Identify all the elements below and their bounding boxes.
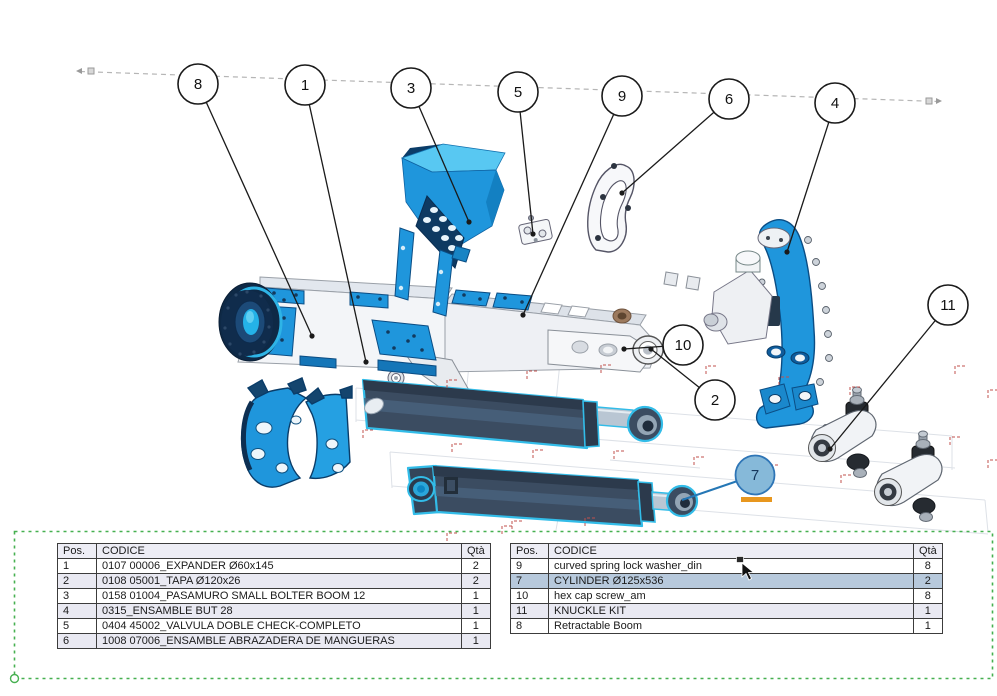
- cell-qty: 1: [461, 618, 491, 634]
- balloon-2[interactable]: 2: [694, 379, 736, 421]
- cell-pos: 10: [510, 588, 549, 604]
- guide-line: [76, 67, 942, 105]
- guide-arrow-left-icon: [76, 68, 82, 74]
- part-mount-bracket[interactable]: [703, 219, 844, 444]
- header-codice: CODICE: [548, 543, 914, 559]
- cell-pos: 7: [510, 573, 549, 589]
- balloon-7-selected[interactable]: 7: [734, 454, 776, 503]
- header-pos: Pos.: [510, 543, 549, 559]
- svg-text:5: 5: [514, 84, 522, 101]
- svg-text:9: 9: [618, 88, 626, 105]
- svg-text:11: 11: [940, 297, 956, 314]
- cell-pos: 9: [510, 558, 549, 574]
- part-washer-bracket[interactable]: [587, 163, 635, 253]
- mouse-cursor-icon: [736, 556, 755, 581]
- svg-text:4: 4: [831, 95, 839, 112]
- svg-text:1: 1: [301, 77, 309, 94]
- svg-text:6: 6: [725, 91, 733, 108]
- cell-codice: KNUCKLE KIT: [548, 603, 914, 619]
- cell-qty: 1: [461, 603, 491, 619]
- cell-codice: 0107 00006_EXPANDER Ø60x145: [96, 558, 462, 574]
- selected-balloon-underline: [741, 497, 772, 502]
- cell-codice: hex cap screw_am: [548, 588, 914, 604]
- part-knuckle-kit[interactable]: [808, 386, 943, 523]
- balloon-10[interactable]: 10: [662, 324, 704, 366]
- guide-handle-right-icon: [925, 97, 933, 105]
- cell-qty: 8: [913, 588, 943, 604]
- cell-qty: 8: [913, 558, 943, 574]
- cell-pos: 1: [57, 558, 97, 574]
- cell-pos: 6: [57, 633, 97, 649]
- balloon-5[interactable]: 5: [497, 71, 539, 113]
- cell-codice: 1008 07006_ENSAMBLE ABRAZADERA DE MANGUE…: [96, 633, 462, 649]
- part-check-valve[interactable]: [518, 215, 553, 245]
- svg-text:2: 2: [711, 392, 719, 409]
- cell-codice: 0158 01004_PASAMURO SMALL BOLTER BOOM 12: [96, 588, 462, 604]
- balloon-3[interactable]: 3: [390, 67, 432, 109]
- cell-codice: 0404 45002_VALVULA DOBLE CHECK-COMPLETO: [96, 618, 462, 634]
- cell-pos: 8: [510, 618, 549, 634]
- balloon-4[interactable]: 4: [814, 82, 856, 124]
- header-pos: Pos.: [57, 543, 97, 559]
- cell-qty: 2: [461, 558, 491, 574]
- cell-qty: 2: [913, 573, 943, 589]
- bom-selection-border: [9, 530, 994, 684]
- cell-codice: curved spring lock washer_din: [548, 558, 914, 574]
- cell-pos: 11: [510, 603, 549, 619]
- cell-qty: 1: [913, 618, 943, 634]
- cell-pos: 2: [57, 573, 97, 589]
- cell-qty: 1: [461, 633, 491, 649]
- construction-marks: [362, 364, 997, 541]
- part-hose-clamps[interactable]: [240, 377, 353, 488]
- cell-codice: Retractable Boom: [548, 618, 914, 634]
- balloon-6[interactable]: 6: [708, 78, 750, 120]
- cell-pos: 4: [57, 603, 97, 619]
- svg-text:3: 3: [407, 80, 415, 97]
- cell-qty: 1: [913, 603, 943, 619]
- header-qty: Qtà: [913, 543, 943, 559]
- leader-lines: [197, 83, 949, 452]
- balloon-11[interactable]: 11: [927, 284, 969, 326]
- svg-text:10: 10: [675, 337, 692, 354]
- balloon-9[interactable]: 9: [601, 75, 643, 117]
- part-expander-flange[interactable]: [218, 282, 283, 362]
- cell-codice: 0315_ENSAMBLE BUT 28: [96, 603, 462, 619]
- cell-pos: 5: [57, 618, 97, 634]
- part-cylinder-upper[interactable]: [361, 378, 664, 450]
- svg-text:7: 7: [751, 467, 759, 484]
- balloon-8[interactable]: 8: [177, 63, 219, 105]
- table-header-row: Pos. CODICE Qtà: [57, 543, 491, 559]
- guide-arrow-right-icon: [936, 98, 942, 104]
- cell-qty: 1: [461, 588, 491, 604]
- header-qty: Qtà: [461, 543, 491, 559]
- cell-pos: 3: [57, 588, 97, 604]
- cell-codice: CYLINDER Ø125x536: [548, 573, 914, 589]
- cell-codice: 0108 05001_TAPA Ø120x26: [96, 573, 462, 589]
- table-header-row: Pos. CODICE Qtà: [510, 543, 943, 559]
- header-codice: CODICE: [96, 543, 462, 559]
- svg-text:8: 8: [194, 76, 202, 93]
- balloon-1[interactable]: 1: [284, 64, 326, 106]
- guide-handle-left-icon: [87, 67, 95, 75]
- border-handle[interactable]: [9, 673, 20, 684]
- part-cylinder-lower[interactable]: [406, 464, 699, 528]
- cell-qty: 2: [461, 573, 491, 589]
